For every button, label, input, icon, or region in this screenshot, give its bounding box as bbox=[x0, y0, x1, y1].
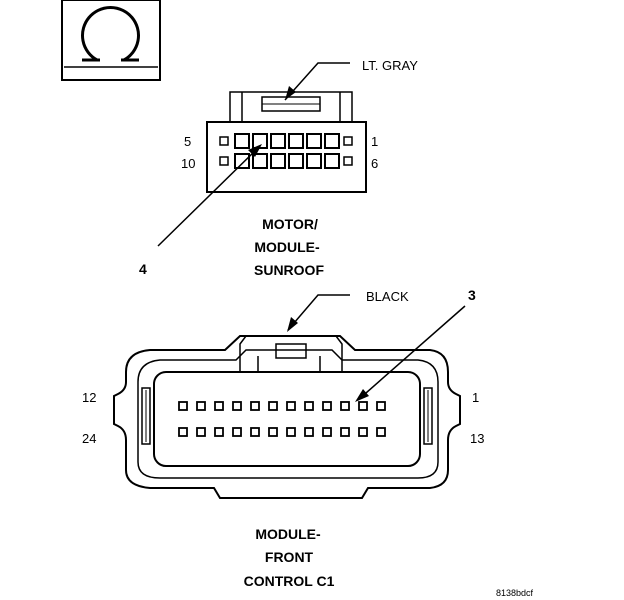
front-control-pin-cavities bbox=[178, 401, 386, 437]
front-control-connector bbox=[113, 335, 461, 499]
sunroof-connector bbox=[206, 91, 367, 193]
pin-number-upper-6: 6 bbox=[371, 156, 378, 171]
omega-symbol-icon bbox=[61, 0, 161, 81]
pin-number-lower-13: 13 bbox=[470, 431, 484, 446]
pin-number-upper-10: 10 bbox=[181, 156, 195, 171]
pin-number-lower-1: 1 bbox=[472, 390, 479, 405]
lt-gray-leader bbox=[284, 62, 350, 101]
figure-id: 8138bdcf bbox=[496, 588, 534, 598]
wire-color-label-upper: LT. GRAY bbox=[362, 58, 418, 73]
upper-title-line2: MODULE- bbox=[254, 239, 320, 255]
callout-number-3: 3 bbox=[468, 287, 476, 303]
callout-4-leader bbox=[157, 144, 262, 247]
sunroof-pin-cavities bbox=[219, 133, 353, 169]
callout-3-leader bbox=[355, 305, 466, 402]
black-leader bbox=[287, 294, 350, 332]
pin-number-upper-1: 1 bbox=[371, 134, 378, 149]
lower-title-line3: CONTROL C1 bbox=[244, 573, 335, 589]
upper-title-line3: SUNROOF bbox=[254, 262, 324, 278]
wire-color-label-lower: BLACK bbox=[366, 289, 409, 304]
pin-number-lower-24: 24 bbox=[82, 431, 96, 446]
callout-number-4: 4 bbox=[139, 261, 147, 277]
upper-title-line1: MOTOR/ bbox=[262, 216, 318, 232]
lower-title-line2: FRONT bbox=[265, 549, 314, 565]
lower-title-line1: MODULE- bbox=[255, 526, 321, 542]
pin-number-lower-12: 12 bbox=[82, 390, 96, 405]
pin-number-upper-5: 5 bbox=[184, 134, 191, 149]
